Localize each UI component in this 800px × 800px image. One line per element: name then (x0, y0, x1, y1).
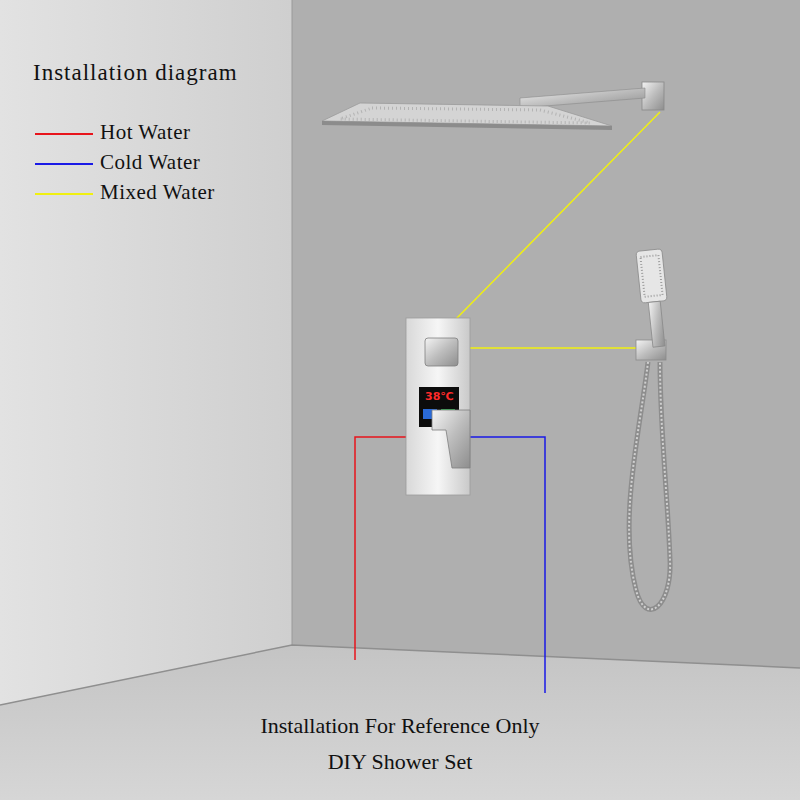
legend-text: Hot Water (100, 120, 190, 145)
mixer-lever (432, 410, 470, 468)
hot-pipe (355, 437, 410, 660)
cold-pipe (470, 437, 545, 693)
hose-braid (629, 362, 670, 609)
nozzles (340, 108, 590, 123)
hand-shower-head (636, 249, 667, 303)
diverter-knob (425, 338, 458, 366)
diagram-title: Installation diagram (33, 60, 238, 86)
legend-swatch (35, 193, 93, 195)
legend-text: Cold Water (100, 150, 200, 175)
mixed-pipe (470, 347, 636, 349)
legend-swatch (35, 133, 93, 135)
display-reading: 38℃ (425, 390, 454, 403)
shower-hose (629, 362, 670, 609)
side-wall (0, 0, 292, 705)
hand-shower-handle (648, 301, 665, 347)
mixer-plate (406, 318, 470, 495)
mixed-pipe (455, 112, 660, 320)
wall-corner (292, 0, 293, 645)
floor-edge (0, 645, 800, 705)
legend-swatch (35, 163, 93, 165)
rain-shower-edge (322, 121, 612, 130)
legend-text: Mixed Water (100, 180, 215, 205)
floor (0, 645, 800, 800)
caption: Installation For Reference Only DIY Show… (257, 708, 543, 780)
shower-arm (520, 88, 645, 108)
hand-shower-nozzles (640, 255, 662, 297)
